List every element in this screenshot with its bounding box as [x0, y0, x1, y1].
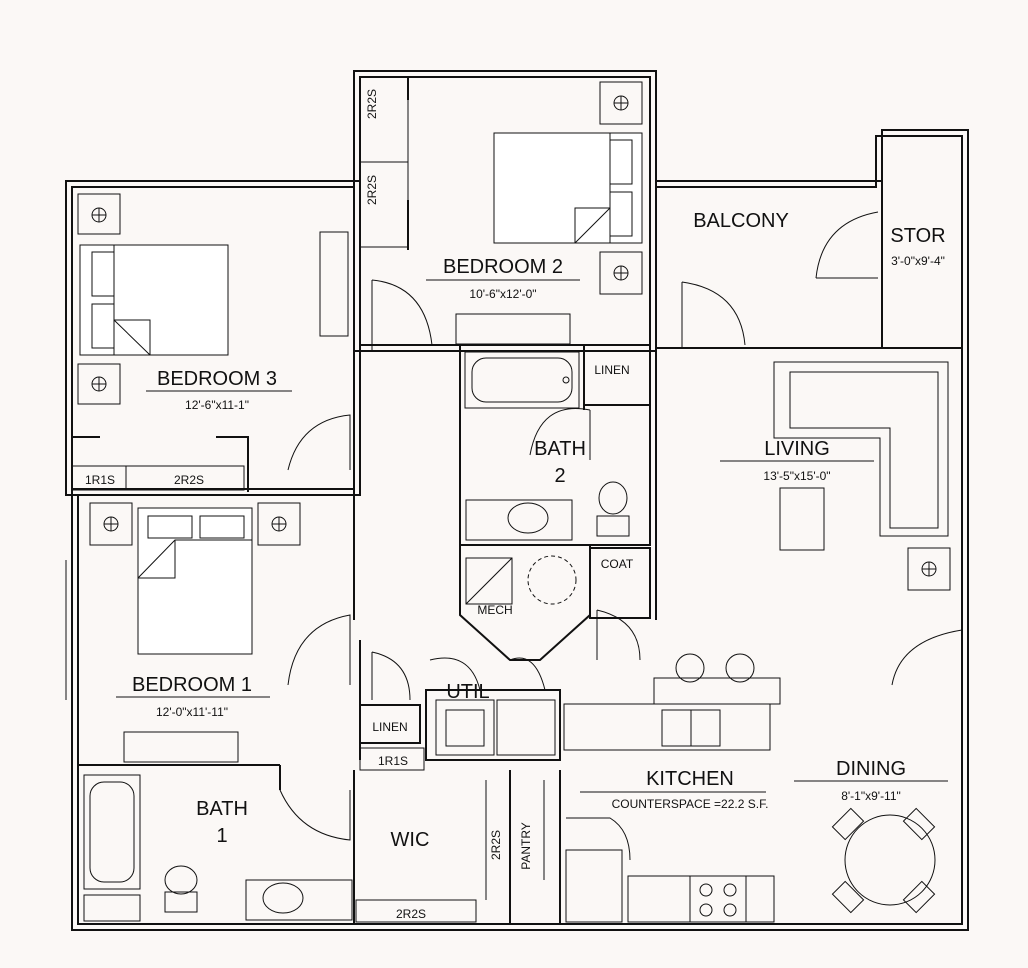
living-label: LIVING — [764, 438, 830, 460]
bedroom1-dimensions: 12'-0"x11'-11" — [156, 705, 228, 719]
kitchen-label: KITCHEN — [646, 768, 734, 790]
stor-dimensions: 3'-0"x9'-4" — [891, 254, 945, 268]
nightstand-icon — [907, 547, 951, 591]
kitchen-counterspace: COUNTERSPACE =22.2 S.F. — [612, 797, 769, 811]
bath1-label: BATH — [196, 798, 248, 820]
bed-icon — [137, 507, 253, 655]
linen-upper-label: LINEN — [594, 363, 629, 377]
nightstand-icon — [77, 193, 121, 405]
sofa-icon — [773, 361, 949, 537]
sink-icon — [245, 879, 353, 921]
cabinet-icon — [83, 894, 141, 922]
closet-1r1s-b3: 1R1S — [85, 473, 115, 487]
range-icon — [627, 875, 775, 923]
bathtub-icon — [83, 774, 141, 890]
stool-icon — [675, 653, 755, 683]
bath1-number: 1 — [216, 825, 227, 847]
dining-table-icon — [831, 807, 936, 914]
dining-dimensions: 8'-1"x9'-11" — [841, 789, 901, 803]
wic-label: WIC — [391, 829, 430, 851]
washer-dryer-icon — [435, 699, 556, 756]
sink-icon — [465, 499, 573, 541]
dresser-icon — [319, 231, 349, 337]
kitchen-counter-icon — [563, 677, 781, 751]
dresser-icon — [455, 313, 571, 345]
bathtub-icon — [464, 351, 580, 409]
interior-walls — [71, 76, 962, 924]
mech-unit-icon — [465, 555, 577, 605]
closet-2r2s-wic-vertical: 2R2S — [489, 830, 503, 860]
bedroom1-label: BEDROOM 1 — [132, 674, 252, 696]
living-dimensions: 13'-5"x15'-0" — [763, 469, 830, 483]
stor-label: STOR — [890, 225, 945, 247]
refrigerator-icon — [565, 849, 623, 923]
bath2-label: BATH — [534, 438, 586, 460]
pantry-label: PANTRY — [519, 822, 533, 870]
toilet-icon — [164, 865, 198, 913]
toilet-icon — [596, 481, 630, 537]
util-label: UTIL — [446, 681, 489, 703]
closet-1r1s-hall: 1R1S — [378, 754, 408, 768]
doors — [279, 211, 963, 861]
closet-2r2s-b3: 2R2S — [174, 473, 204, 487]
mech-label: MECH — [477, 603, 512, 617]
nightstand-icon — [89, 502, 301, 546]
bed-icon — [79, 244, 229, 356]
closet-2r2s-bottom: 2R2S — [365, 175, 379, 205]
bath2-number: 2 — [554, 465, 565, 487]
nightstand-icon — [599, 81, 643, 295]
dresser-icon — [123, 731, 239, 763]
coat-label: COAT — [601, 557, 634, 571]
linen-lower-label: LINEN — [372, 720, 407, 734]
side-table-icon — [779, 487, 825, 551]
bedroom2-label: BEDROOM 2 — [443, 256, 563, 278]
dining-label: DINING — [836, 758, 906, 780]
bedroom2-dimensions: 10'-6"x12'-0" — [469, 287, 536, 301]
bed-icon — [493, 132, 643, 244]
bedroom3-label: BEDROOM 3 — [157, 368, 277, 390]
closet-2r2s-top: 2R2S — [365, 89, 379, 119]
bedroom3-dimensions: 12'-6"x11-1" — [185, 398, 249, 412]
balcony-label: BALCONY — [693, 210, 789, 232]
closet-2r2s-wic-horizontal: 2R2S — [396, 907, 426, 921]
label-underlines — [116, 279, 948, 793]
